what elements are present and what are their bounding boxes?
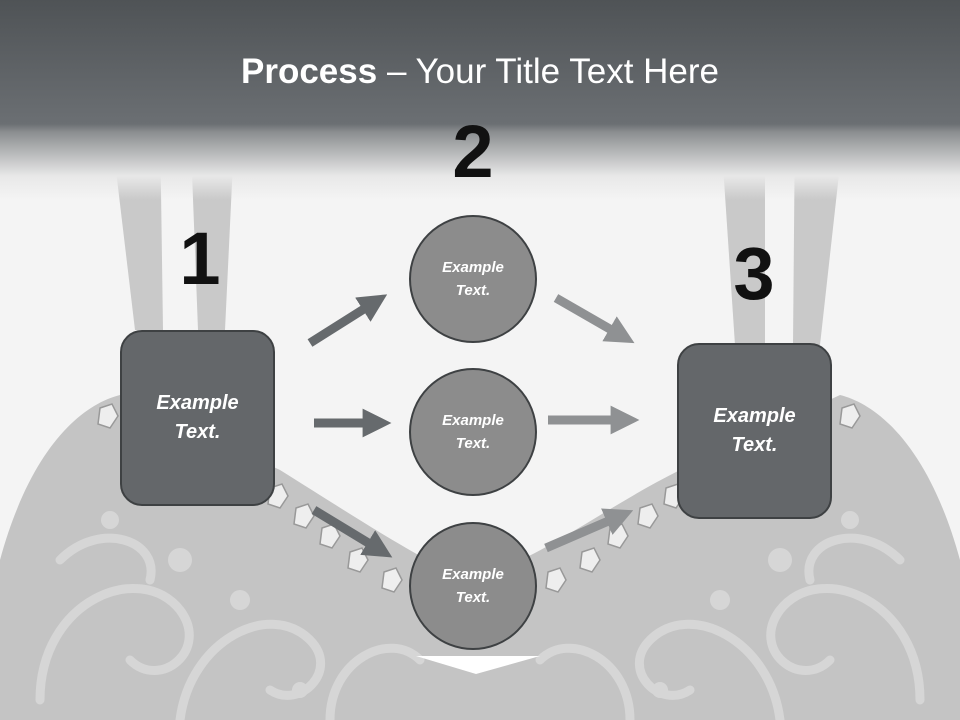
arrow-bottom-to-step-3 [544,508,634,553]
step-2-circle-top: Example Text. [409,215,537,343]
title-rest: – Your Title Text Here [377,52,719,91]
step-1-line2: Text. [174,421,221,443]
step-2-circle-bottom: Example Text. [409,522,537,650]
step-3-line1: Example [713,405,796,427]
arrow-to-circle-bottom [311,506,393,558]
arrow-to-circle-top [307,294,388,347]
step-3-box: Example Text. [677,343,832,519]
slide-title: Process – Your Title Text Here [0,52,960,92]
step-number-1: 1 [179,217,221,300]
circle-middle-line2: Text. [455,435,491,452]
step-number-2: 2 [452,110,494,193]
circle-bottom-line1: Example [442,566,504,583]
circle-middle-line1: Example [442,412,504,429]
arrow-top-to-step-3 [553,294,635,344]
step-number-3: 3 [733,232,775,315]
step-3-line2: Text. [731,434,778,456]
step-1-box: Example Text. [120,330,275,506]
circle-top-line2: Text. [455,282,491,299]
circle-top-line1: Example [442,259,504,276]
circle-bottom-line2: Text. [455,589,491,606]
step-2-circle-middle: Example Text. [409,368,537,496]
swirl-dots [101,511,859,698]
step-1-line1: Example [156,392,239,414]
title-bold: Process [241,52,378,91]
title-bar [0,0,960,200]
bottom-wedge [416,656,540,674]
